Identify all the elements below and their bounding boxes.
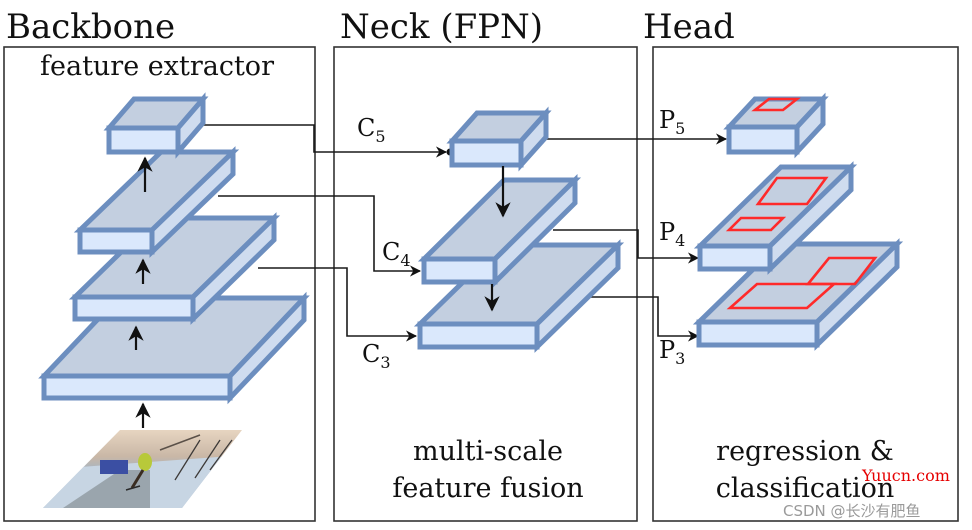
watermark-site: Yuucn.com — [861, 466, 950, 485]
label-c4: C4 — [382, 238, 411, 270]
backbone-block-3 — [73, 146, 240, 258]
neck-caption-line1: multi-scale — [413, 436, 563, 467]
label-p4: P4 — [659, 218, 685, 250]
head-title: Head — [643, 7, 735, 47]
c4-connector — [218, 195, 422, 277]
backbone-block-4 — [103, 92, 209, 159]
neck-panel — [333, 46, 638, 522]
detection-box — [725, 216, 787, 232]
backbone-title: Backbone — [6, 7, 175, 47]
label-c3: C3 — [362, 340, 391, 372]
backbone-arrows — [128, 156, 153, 428]
p4-connector — [553, 229, 700, 264]
neck-title: Neck (FPN) — [340, 7, 543, 47]
neck-caption-line2: feature fusion — [392, 473, 583, 504]
head-block-p4 — [693, 161, 858, 275]
neck-block-c5 — [446, 106, 552, 172]
head-block-p5 — [723, 92, 829, 159]
head-block-p3 — [692, 238, 904, 351]
neck-arrows — [484, 166, 511, 312]
backbone-caption: feature extractor — [40, 51, 274, 82]
input-image — [43, 430, 242, 508]
backbone-panel — [3, 46, 316, 522]
detection-box — [755, 176, 829, 206]
detection-box — [805, 256, 878, 286]
label-c5: C5 — [357, 114, 386, 146]
head-caption-line1: regression & — [716, 436, 894, 467]
neck-block-c3 — [413, 239, 625, 353]
label-p3: P3 — [659, 336, 685, 368]
head-caption-line2: classification — [716, 473, 895, 504]
label-p5: P5 — [659, 106, 685, 138]
watermark-author: CSDN @长沙有肥鱼 — [783, 502, 921, 520]
c5-connector — [203, 124, 448, 158]
backbone-block-2 — [68, 212, 281, 325]
p3-connector — [585, 296, 700, 342]
head-panel — [652, 46, 959, 522]
neck-block-c4 — [417, 174, 582, 288]
c3-connector — [258, 267, 418, 342]
detection-box — [751, 97, 801, 112]
